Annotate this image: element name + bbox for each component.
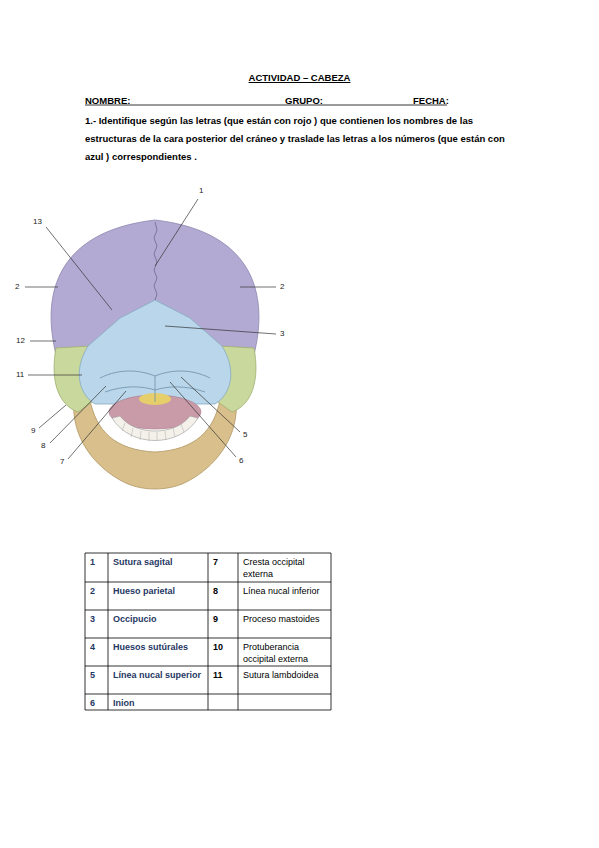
table-cell: Hueso parietal — [113, 585, 206, 597]
callout-number: 11 — [16, 370, 24, 380]
table-cell: Cresta occipital externa — [243, 556, 329, 580]
table-cell: Sutura sagital — [113, 556, 206, 568]
field-label: GRUPO: — [285, 95, 385, 107]
callout-number: 3 — [280, 329, 284, 339]
table-cell: Línea nucal superior — [113, 669, 206, 681]
field-label: FECHA: — [413, 95, 493, 107]
instruction-text: 1.- Identifique según las letras (que es… — [85, 112, 525, 166]
table-cell: 3 — [90, 613, 106, 625]
table-cell: Occipucio — [113, 613, 206, 625]
table-cell: 11 — [213, 669, 236, 681]
callout-number: 2 — [15, 282, 19, 292]
table-cell: Inion — [113, 697, 206, 709]
callout-number: 2 — [280, 282, 284, 292]
callout-number: 6 — [239, 456, 243, 466]
callout-number: 5 — [243, 430, 247, 440]
table-cell: 4 — [90, 641, 106, 653]
table-cell: 5 — [90, 669, 106, 681]
callout-number: 1 — [199, 186, 203, 196]
table-cell: 10 — [213, 641, 236, 653]
table-cell: 6 — [90, 697, 106, 709]
table-cell: 1 — [90, 556, 106, 568]
table-cell: 2 — [90, 585, 106, 597]
callout-number: 12 — [16, 336, 25, 346]
callout-number: 13 — [33, 217, 42, 227]
worksheet-title: ACTIVIDAD – CABEZA — [0, 72, 599, 84]
callout-number: 9 — [31, 426, 35, 436]
table-cell: 8 — [213, 585, 236, 597]
table-cell: Protuberancia occipital externa — [243, 641, 329, 665]
table-cell: Línea nucal inferior — [243, 585, 329, 597]
table-cell: Proceso mastoides — [243, 613, 329, 625]
table-cell: Sutura lambdoidea — [243, 669, 329, 681]
field-label: NOMBRE: — [85, 95, 205, 107]
callout-number: 7 — [60, 457, 64, 467]
table-cell: Huesos sutúrales — [113, 641, 206, 653]
table-cell: 9 — [213, 613, 236, 625]
table-cell: 7 — [213, 556, 236, 568]
callout-number: 8 — [41, 441, 45, 451]
